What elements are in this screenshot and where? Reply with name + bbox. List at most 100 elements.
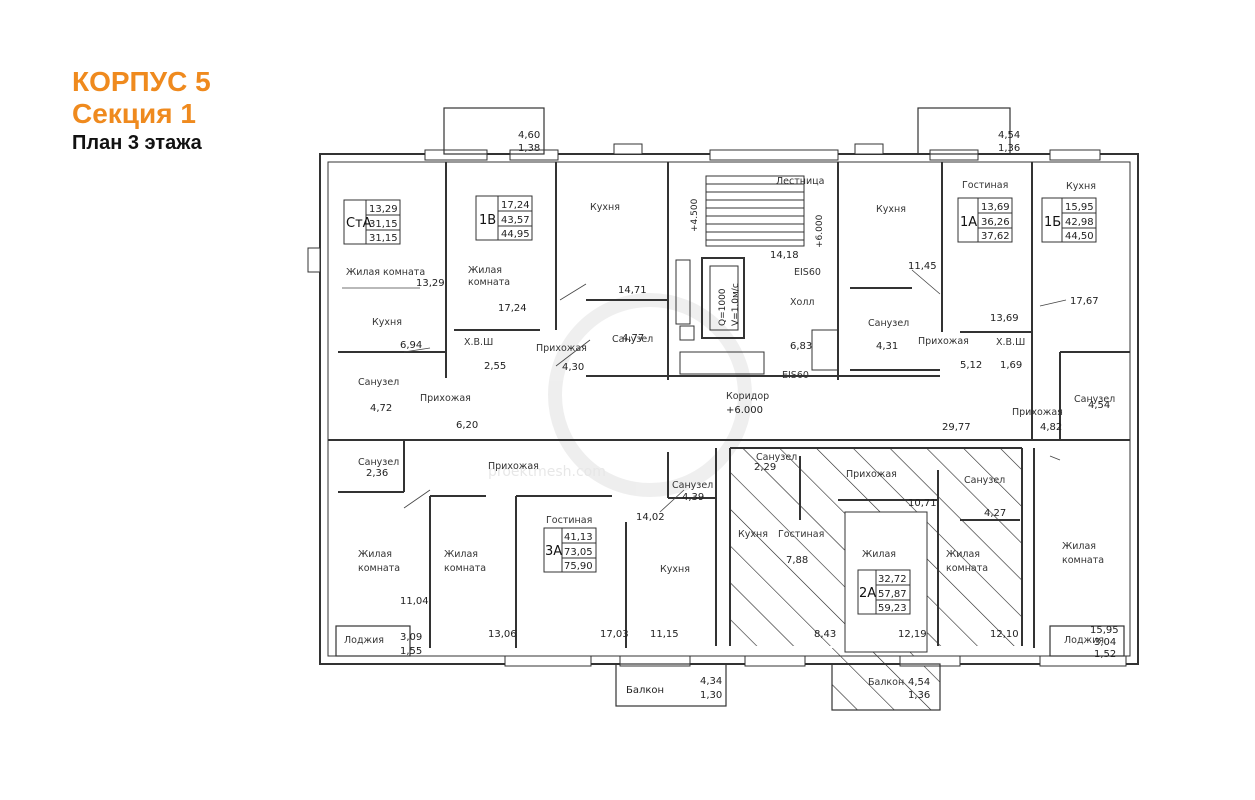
apartment-code: 1В [479,213,496,228]
room-area: 15,95 [1090,625,1119,636]
room-area: 4,82 [1040,422,1062,433]
stair-lift-core [675,175,839,375]
room-label: Q=1000 [718,288,728,326]
room-area: 14,18 [770,250,799,261]
room-label: Прихожая [1012,407,1063,418]
room-area: 1,55 [400,646,422,657]
room-area: 1,52 [1094,649,1116,660]
room-area: 13,69 [990,313,1019,324]
room-label: Жилая комната [346,267,425,278]
room-area: 4,30 [562,362,584,373]
room-label: Санузел [358,457,399,468]
room-label: комната [946,563,988,574]
apartment-total-area: 36,26 [981,217,1010,228]
room-area: 14,71 [618,285,647,296]
room-area: 12,10 [990,629,1019,640]
apartment-code: 1А [960,215,977,230]
apartment-full-area: 59,23 [878,603,907,614]
room-label: Санузел [756,452,797,463]
room-label: Санузел [672,480,713,491]
room-label: +6.000 [815,214,825,248]
apartment-code: СтА [346,216,372,231]
room-area: 4,77 [622,333,644,344]
room-label: EIS60 [794,267,821,278]
apartment-living-area: 32,72 [878,574,907,585]
room-label: Гостиная [778,529,824,540]
apartment-total-area: 31,15 [369,219,398,230]
floor-title: План 3 этажа [72,132,202,155]
balcony-area: 1,30 [700,690,722,701]
room-label: Кухня [372,317,402,328]
room-label: комната [468,277,510,288]
apartment-3a: 3А 41,13 73,05 75,90 [543,527,597,573]
apartment-1v: 1В 17,24 43,57 44,95 [475,195,533,241]
room-label: Гостиная [546,515,592,526]
room-label: Прихожая [420,393,471,404]
room-label: +4.500 [690,198,700,232]
room-label: комната [444,563,486,574]
section-title: Секция 1 [72,98,196,130]
room-label: комната [1062,555,1104,566]
room-label: Лестница [776,176,824,187]
balcony-area: 1,38 [518,143,540,154]
room-area: 11,15 [650,629,679,640]
room-label: Кухня [1066,181,1096,192]
room-area: 6,20 [456,420,478,431]
room-label: Х.В.Ш [464,337,493,348]
room-label: Санузел [964,475,1005,486]
apartment-1b: 1Б 15,95 42,98 44,50 [1041,197,1097,243]
balcony-area: 4,54 [908,677,930,688]
room-label: Кухня [738,529,768,540]
outer-walls [307,143,1139,667]
room-label: Жилая [862,549,896,560]
room-label: Санузел [1074,394,1115,405]
apartment-full-area: 44,50 [1065,231,1094,242]
room-areas: 13,29 6,94 4,72 6,20 2,55 4,30 17,24 14,… [366,130,1119,701]
room-area: 6,94 [400,340,422,351]
room-area: 17,67 [1070,296,1099,307]
room-area: 17,24 [498,303,527,314]
leader-lines [342,269,1067,513]
room-label: Жилая [1062,541,1096,552]
balcony-area: 4,54 [998,130,1020,141]
room-area: 7,88 [786,555,808,566]
room-area: 10,71 [908,498,937,509]
room-area: 3,04 [1094,637,1116,648]
apartment-code: 3А [545,544,562,559]
room-area: 2,36 [366,468,388,479]
room-label: Жилая [444,549,478,560]
room-label: +6.000 [726,405,763,416]
room-label: Лоджия [1064,635,1104,646]
room-area: 4,31 [876,341,898,352]
balcony-area: 1,36 [998,143,1020,154]
room-area: 4,39 [682,492,704,503]
apartment-total-area: 57,87 [878,589,907,600]
room-label: EIS60 [782,370,809,381]
room-label: комната [358,563,400,574]
apartment-living-area: 17,24 [501,200,530,211]
room-label: Кухня [590,202,620,213]
room-label: Санузел [612,334,653,345]
room-area: 12,19 [898,629,927,640]
apartment-living-area: 13,69 [981,202,1010,213]
room-label: Жилая [468,265,502,276]
apartment-total-area: 42,98 [1065,217,1094,228]
room-label: Х.В.Ш [996,337,1025,348]
room-label: Балкон [868,677,904,688]
balcony-area: 4,60 [518,130,540,141]
room-area: 14,02 [636,512,665,523]
room-area: 13,29 [416,278,445,289]
room-label: Гостиная [962,180,1008,191]
room-area: 5,12 [960,360,982,371]
balcony-area: 4,34 [700,676,722,687]
room-area: 2,29 [754,462,776,473]
room-label: Балкон [626,685,664,696]
apartment-cta: СтА 13,29 31,15 31,15 [343,199,401,245]
room-label: Коридор [726,391,769,402]
apartment-full-area: 37,62 [981,231,1010,242]
apartment-full-area: 44,95 [501,229,530,240]
apartment-living-area: 13,29 [369,204,398,215]
apartment-code: 1Б [1044,215,1061,230]
room-label: Прихожая [488,461,539,472]
